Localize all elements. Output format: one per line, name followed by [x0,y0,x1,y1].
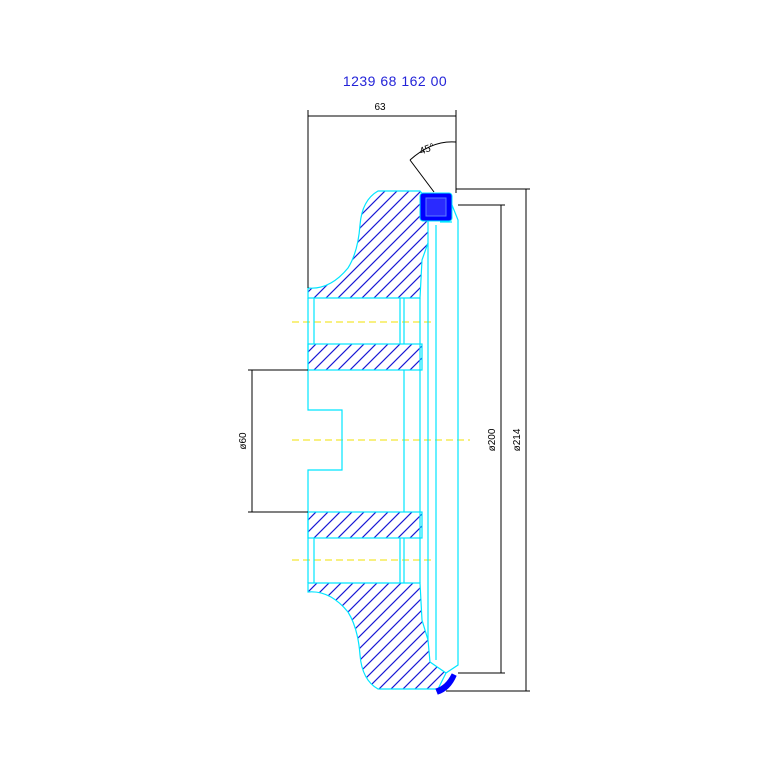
lower-seal [435,673,457,695]
upper-seal-core [425,197,447,217]
dimensions [248,110,530,692]
dim-63-text: 63 [374,102,386,113]
dim-60-text: ø60 [238,432,249,450]
lower-rib-section [307,511,423,539]
inner-bore-profile [307,298,343,583]
upper-rib-section [307,343,423,371]
dim-45-arc [409,141,457,161]
centerlines [292,321,470,561]
dim-214-text: ø214 [512,428,523,451]
dim-45-text: 45° [418,142,436,158]
seal-details [419,192,457,695]
part-number-label: 1239 68 162 00 [342,73,448,89]
upper-flange-section [307,190,433,299]
dim-45-leader [409,159,435,193]
lower-flange-section [307,582,447,690]
dim-200-text: ø200 [487,428,498,451]
part-outline [307,204,459,674]
